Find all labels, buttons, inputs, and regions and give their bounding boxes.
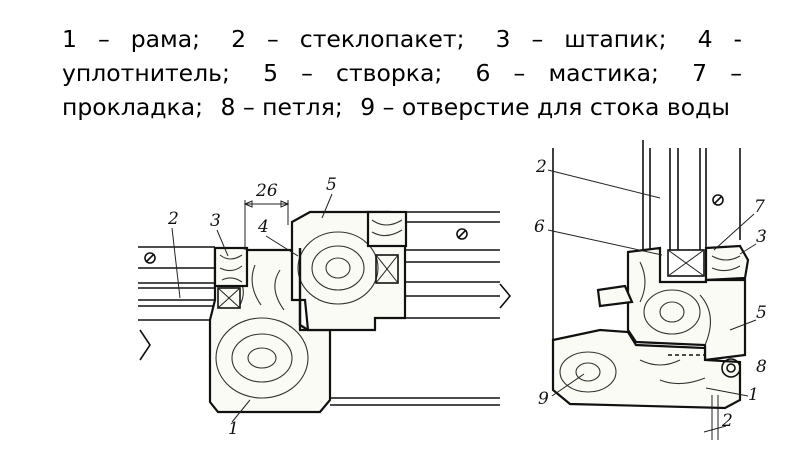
label-8: 8 bbox=[756, 357, 767, 377]
legend-item-gasket: 7 – прокладка; bbox=[62, 59, 742, 121]
left-gasket bbox=[217, 287, 241, 309]
left-bead bbox=[213, 246, 249, 288]
legend-item-seal: 4 - уплотнитель; bbox=[62, 25, 742, 87]
label-2: 2 bbox=[535, 157, 547, 177]
label-3: 3 bbox=[756, 227, 767, 247]
dimension-label: 26 bbox=[255, 181, 278, 201]
screw-icon bbox=[144, 252, 156, 264]
left-glass-unit bbox=[138, 246, 215, 321]
label-6: 6 bbox=[534, 217, 545, 237]
right-drip-piece bbox=[596, 284, 634, 308]
right-frame bbox=[551, 328, 742, 410]
label-1: 1 bbox=[748, 385, 759, 405]
legend-item-hinge: 8 – петля; bbox=[220, 93, 343, 121]
legend-item-mastic: 6 – мастика; bbox=[475, 59, 659, 87]
left-sash-bead bbox=[366, 210, 408, 248]
label-7: 7 bbox=[754, 197, 765, 217]
legend-item-sash: 5 – створка; bbox=[263, 59, 443, 87]
break-line bbox=[499, 283, 512, 309]
label-5: 5 bbox=[326, 175, 337, 195]
label-1: 1 bbox=[228, 419, 239, 439]
label-5: 5 bbox=[756, 303, 767, 323]
label-2: 2 bbox=[167, 209, 179, 229]
label-4: 4 bbox=[257, 217, 269, 237]
legend-item-bead: 3 – штапик; bbox=[495, 25, 667, 53]
screw-icon bbox=[456, 228, 468, 240]
right-bead bbox=[704, 244, 750, 282]
legend-item-frame: 1 – рама; bbox=[62, 25, 201, 53]
left-seal bbox=[298, 248, 309, 332]
break-line bbox=[139, 329, 151, 361]
legend-item-drain-hole: 9 – отверстие для стока воды bbox=[360, 93, 730, 121]
hinge-icon bbox=[721, 358, 741, 378]
left-section-drawing: 26 2 3 4 5 1 bbox=[138, 175, 512, 439]
left-sash-gasket bbox=[375, 254, 399, 284]
screw-icon bbox=[712, 194, 724, 206]
right-gasket bbox=[667, 249, 705, 277]
label-9: 9 bbox=[538, 389, 549, 409]
label-3: 3 bbox=[210, 211, 221, 231]
caption-legend: 1 – рама; 2 – стеклопакет; 3 – штапик; 4… bbox=[62, 22, 742, 124]
legend-item-glass-unit: 2 – стеклопакет; bbox=[231, 25, 465, 53]
right-sash bbox=[626, 246, 747, 362]
right-section-drawing: 2 6 7 3 5 8 1 9 2 bbox=[534, 140, 767, 440]
label-2-bottom: 2 bbox=[721, 411, 733, 431]
